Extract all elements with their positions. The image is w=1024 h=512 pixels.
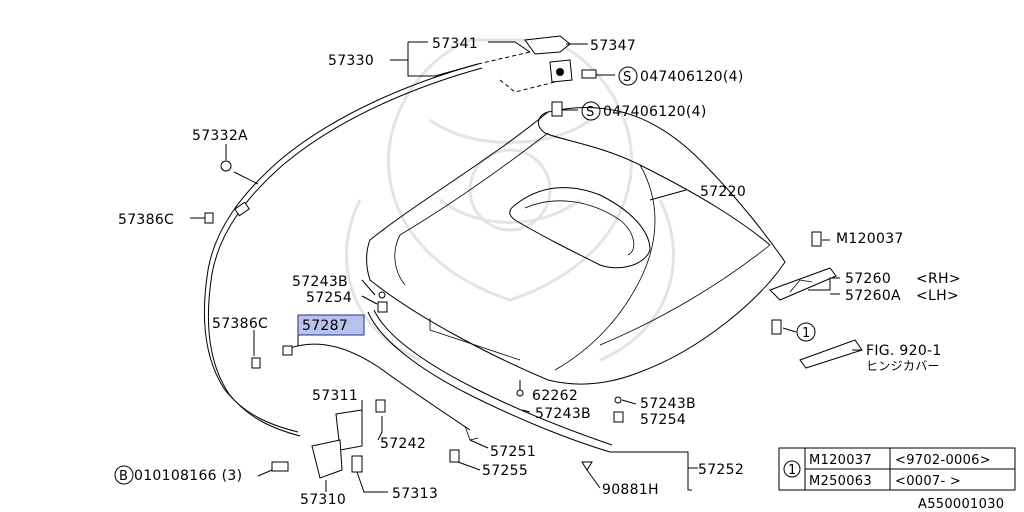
clip-57386C-top[interactable] [204, 212, 214, 224]
label-57254-top: 57254 [306, 290, 352, 306]
label-57386C-mid: 57386C [212, 316, 268, 332]
clip-57255[interactable] [449, 449, 460, 463]
label-57260A: 57260A [845, 288, 901, 304]
bumper-57243B-right[interactable] [614, 396, 622, 404]
clip-57332A[interactable] [220, 160, 232, 172]
stopper-57254-right[interactable] [613, 411, 624, 423]
bolt-callout-s2[interactable]: S 047406120(4) [581, 101, 707, 121]
table-row-2-range: <0007- > [895, 474, 961, 489]
label-57341: 57341 [432, 36, 478, 52]
label-57260: 57260 [845, 271, 891, 287]
clip-57386C-mid[interactable] [251, 357, 261, 369]
applicability-table: 1 M120037 <9702-0006> M250063 <0007- > [778, 447, 1016, 491]
release-cable[interactable] [203, 63, 483, 437]
label-fig-ref[interactable]: FIG. 920-1 [866, 343, 942, 359]
hood-panel[interactable] [366, 106, 786, 385]
label-57310: 57310 [300, 492, 346, 508]
bolt-s1-number: 047406120(4) [640, 69, 744, 85]
callout-circle-one: 1 [796, 322, 816, 342]
bumper-62262[interactable] [516, 389, 524, 397]
bolt-s2-mark: S [586, 105, 595, 120]
watermark-emblem [345, 38, 675, 362]
table-ref-mark: 1 [788, 463, 797, 478]
bolt-callout-b[interactable]: B 010108166 (3) [114, 465, 242, 485]
label-57311: 57311 [312, 388, 358, 404]
label-57260A-side: <LH> [916, 288, 959, 304]
table-row-1-part: M120037 [809, 453, 872, 468]
label-57260-side: <RH> [916, 271, 961, 287]
stopper-57254-top[interactable] [377, 301, 388, 313]
bolt-s1-mark: S [623, 70, 632, 85]
figure-code: A550001030 [918, 497, 1004, 512]
label-57242: 57242 [380, 436, 426, 452]
bolt-s2-number: 047406120(4) [603, 104, 707, 120]
label-57332A: 57332A [192, 128, 248, 144]
label-57254-right: 57254 [640, 412, 686, 428]
hood-latch-top[interactable] [477, 35, 597, 117]
label-57251: 57251 [490, 444, 536, 460]
label-57347: 57347 [590, 38, 636, 54]
hood-hinge[interactable] [769, 231, 837, 335]
label-62262: 62262 [532, 388, 578, 404]
highlighted-part-57287[interactable]: 57287 [297, 314, 365, 336]
label-57255: 57255 [482, 463, 528, 479]
table-row-2-part: M250063 [809, 474, 872, 489]
bolt-callout-s1[interactable]: S 047406120(4) [618, 66, 744, 86]
bumper-57243B-top[interactable] [378, 291, 386, 299]
label-57330: 57330 [328, 53, 374, 69]
label-57243B-right: 57243B [640, 396, 696, 412]
clip-90881H[interactable] [581, 461, 593, 471]
callout-one-label: 1 [802, 326, 811, 341]
label-57243B-mid: 57243B [535, 406, 591, 422]
clip-57242[interactable] [375, 399, 386, 413]
bolt-b-number: 010108166 (3) [134, 468, 242, 484]
label-57220: 57220 [700, 184, 746, 200]
label-57287: 57287 [302, 318, 348, 334]
label-fig-jp: ヒンジカバー [866, 359, 940, 373]
leader-lines [190, 41, 862, 493]
table-row-1-range: <9702-0006> [895, 453, 991, 468]
hinge-cover[interactable] [799, 339, 863, 369]
bolt-b-mark: B [119, 469, 128, 484]
label-57252: 57252 [698, 462, 744, 478]
hood-latch-lower[interactable] [271, 409, 363, 479]
label-57243B-top: 57243B [292, 274, 348, 290]
label-57313: 57313 [392, 486, 438, 502]
label-m120037: M120037 [836, 231, 904, 247]
label-90881H: 90881H [602, 482, 659, 498]
fitting-57287[interactable] [282, 345, 293, 356]
label-57386C-top: 57386C [118, 212, 174, 228]
hood-seal-strip[interactable] [367, 309, 613, 453]
